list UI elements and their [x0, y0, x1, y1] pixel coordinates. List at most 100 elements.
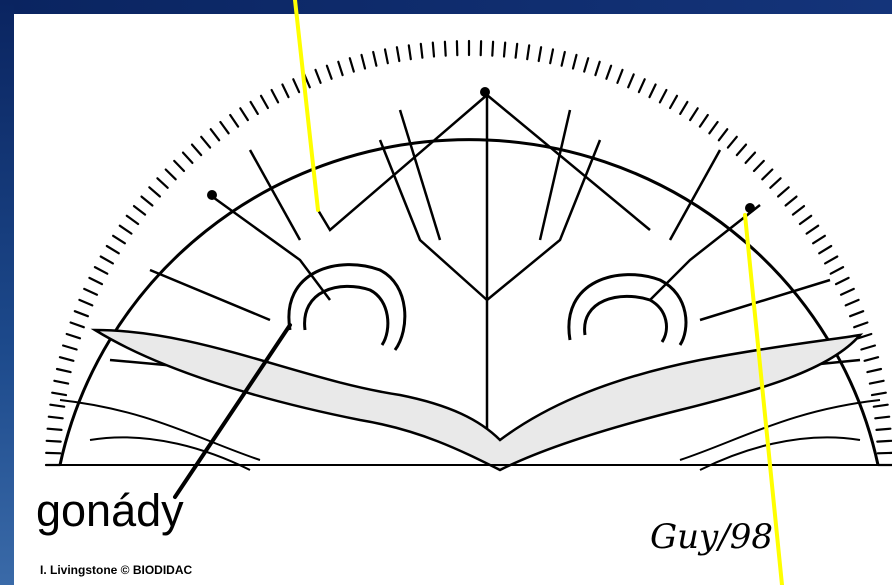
tentacle: [595, 62, 599, 75]
tentacle: [700, 115, 708, 127]
tentacle: [867, 369, 881, 372]
tentacle: [183, 153, 192, 163]
tentacle: [872, 393, 886, 395]
tentacle: [639, 79, 645, 92]
tentacle: [113, 236, 125, 244]
tentacle: [445, 42, 446, 56]
gonads-label: gonády: [36, 488, 184, 533]
tentacle: [79, 300, 92, 306]
tentacle: [327, 66, 332, 79]
tentacle: [192, 145, 201, 156]
tentacle: [316, 70, 321, 83]
tentacle: [539, 47, 541, 61]
tentacle: [754, 161, 764, 171]
tentacle: [492, 42, 493, 56]
rhopalium-markers: [207, 87, 755, 213]
tentacle: [786, 197, 797, 206]
tentacle: [874, 405, 888, 407]
tentacle: [373, 52, 376, 66]
tentacle: [550, 49, 553, 63]
tentacle: [584, 58, 588, 71]
tentacle: [778, 187, 789, 196]
tentacle: [48, 429, 62, 430]
tentacle: [134, 206, 145, 215]
tentacle: [762, 170, 772, 180]
tentacle: [240, 108, 248, 120]
tentacle: [350, 58, 354, 71]
tentacle: [433, 43, 434, 57]
tentacle: [421, 44, 423, 58]
tentacle: [854, 323, 867, 328]
tentacle: [504, 43, 505, 57]
tentacle: [870, 381, 884, 384]
tentacle: [527, 45, 529, 59]
tentacle: [54, 381, 68, 384]
tentacle: [47, 441, 61, 442]
tentacle: [75, 311, 88, 316]
tentacle: [63, 346, 77, 350]
tentacle: [57, 369, 71, 372]
tentacle: [562, 52, 565, 66]
tentacle: [680, 102, 687, 114]
tentacle: [52, 393, 66, 395]
tentacle: [157, 178, 167, 188]
tentacle: [877, 441, 891, 442]
tentacle: [841, 289, 854, 295]
tentacle: [516, 44, 518, 58]
tentacle: [50, 405, 64, 407]
tentacle: [71, 323, 84, 328]
tentacle: [95, 267, 107, 274]
tentacle: [825, 257, 837, 264]
tentacle: [728, 137, 737, 148]
tentacle: [846, 300, 859, 306]
tentacle: [831, 267, 843, 274]
tentacle: [120, 226, 132, 234]
tentacle: [127, 216, 138, 224]
tentacle: [807, 226, 819, 234]
artist-signature: Guy/98: [650, 520, 773, 554]
tentacle: [84, 289, 97, 295]
tentacle: [49, 417, 63, 419]
tentacle: [166, 170, 176, 180]
gonad-left: [289, 265, 405, 350]
tentacle: [60, 357, 74, 361]
tentacle: [220, 122, 228, 133]
tentacle: [230, 115, 238, 127]
tentacle: [107, 246, 119, 253]
yellow-pointer-lines: [295, 0, 782, 585]
tentacle: [793, 206, 804, 215]
tentacle: [670, 96, 677, 108]
tentacle: [409, 45, 411, 59]
stippled-band: [95, 330, 860, 470]
tentacle: [737, 145, 746, 156]
tentacle: [397, 47, 399, 61]
tentacle: [174, 161, 184, 171]
tentacle: [770, 178, 780, 188]
tentacle: [385, 49, 388, 63]
tentacle: [149, 187, 160, 196]
tentacle: [362, 55, 366, 69]
tentacle: [606, 66, 611, 79]
tentacle: [142, 197, 153, 206]
tentacle: [338, 62, 342, 75]
tentacle: [690, 108, 698, 120]
tentacle: [251, 102, 258, 114]
tentacle: [850, 311, 863, 316]
tentacle: [628, 74, 634, 87]
tentacle: [101, 257, 113, 264]
tentacle: [746, 153, 755, 163]
gonad-right: [569, 275, 686, 345]
tentacle: [813, 236, 825, 244]
tentacle: [211, 129, 220, 140]
tentacle: [650, 85, 656, 98]
tentacle: [800, 216, 811, 224]
tentacle: [709, 122, 717, 133]
tentacle: [861, 346, 875, 350]
tentacle: [836, 278, 849, 284]
tentacle: [201, 137, 210, 148]
tentacle: [875, 417, 889, 419]
tentacle: [719, 129, 728, 140]
tentacle: [261, 96, 268, 108]
tentacle: [877, 429, 891, 430]
image-credit: I. Livingstone © BIODIDAC: [40, 564, 192, 576]
